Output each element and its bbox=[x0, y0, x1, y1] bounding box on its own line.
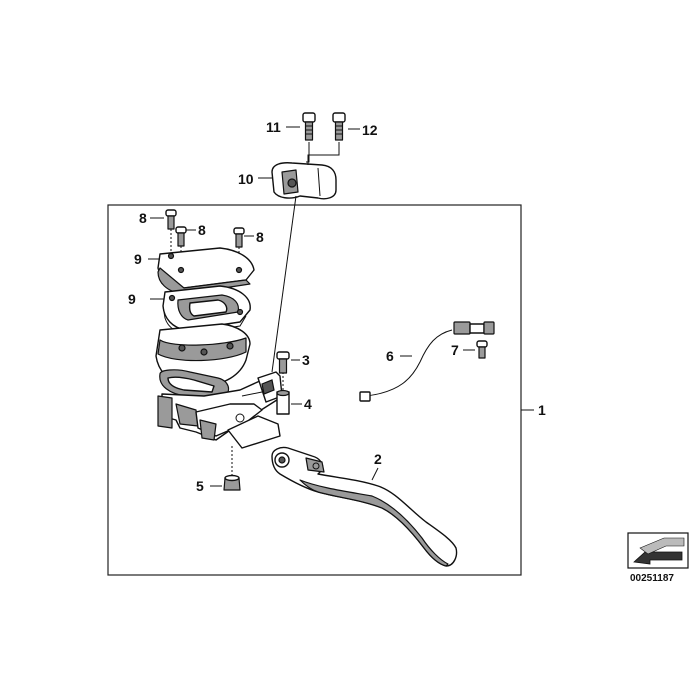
callout-9: 9 bbox=[134, 251, 142, 267]
reservoir-cover-9 bbox=[157, 247, 255, 295]
bushing-4 bbox=[276, 389, 290, 415]
callout-10: 9 bbox=[128, 291, 136, 307]
callout-7: 7 bbox=[451, 342, 459, 358]
callout-11: 10 bbox=[238, 171, 254, 187]
callout-12-left: 11 bbox=[266, 119, 281, 135]
callout-6: 6 bbox=[386, 348, 394, 364]
screw-8-b bbox=[175, 226, 187, 247]
master-cylinder-body bbox=[155, 323, 283, 449]
diagram-reference-number: 00251187 bbox=[630, 573, 674, 584]
screw-8-c bbox=[233, 227, 245, 248]
callout-2: 2 bbox=[374, 451, 382, 467]
pivot-screw-3 bbox=[276, 351, 290, 374]
callout-3: 3 bbox=[302, 352, 310, 368]
callout-1: 1 bbox=[538, 402, 546, 418]
callout-4: 4 bbox=[304, 396, 312, 412]
callout-8-c: 8 bbox=[256, 229, 264, 245]
callout-5: 5 bbox=[196, 478, 204, 494]
clamp-11 bbox=[271, 162, 337, 200]
diaphragm-10 bbox=[162, 285, 251, 335]
callout-leaders bbox=[148, 126, 534, 487]
clutch-lever-2 bbox=[271, 446, 458, 567]
callout-8-b: 8 bbox=[198, 222, 206, 238]
assembly-frame bbox=[107, 204, 522, 576]
screw-12-right bbox=[332, 112, 346, 141]
callout-8-a: 8 bbox=[139, 210, 147, 226]
screw-7 bbox=[476, 340, 488, 359]
view-direction-icon bbox=[627, 532, 689, 569]
clutch-switch-6 bbox=[359, 321, 495, 402]
callout-12-right: 12 bbox=[362, 122, 378, 138]
nut-5 bbox=[223, 474, 241, 491]
screw-8-a bbox=[165, 209, 177, 230]
screw-12-left bbox=[302, 112, 316, 141]
